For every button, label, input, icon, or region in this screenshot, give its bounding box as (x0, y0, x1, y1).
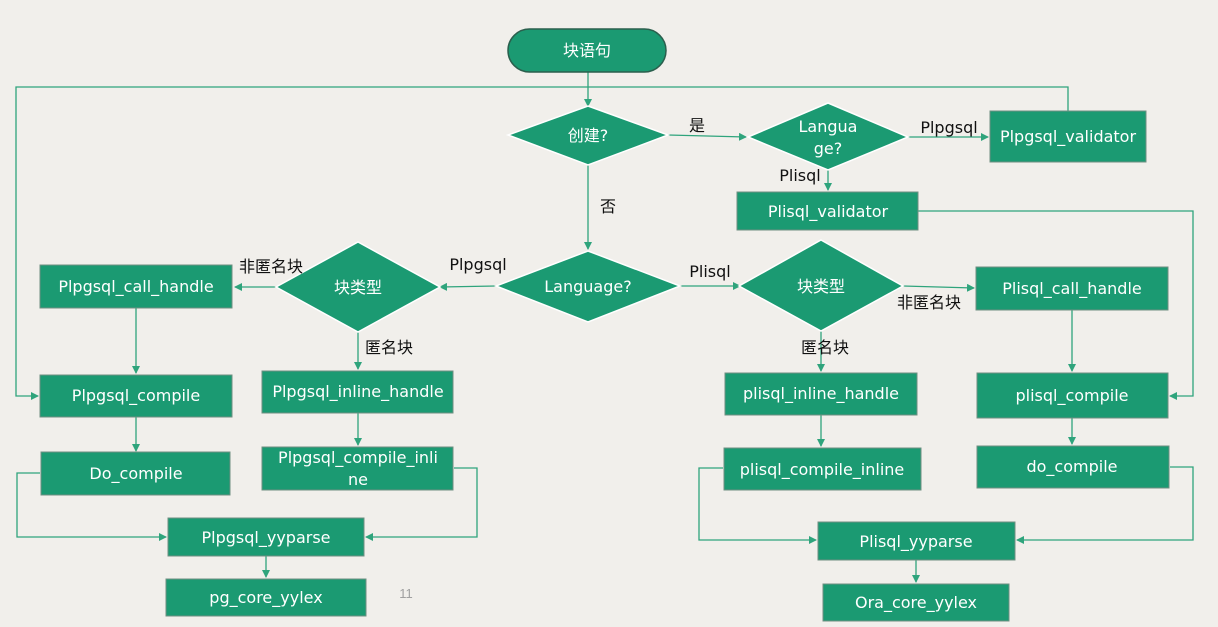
label-mid-plisql: Plisql (689, 262, 730, 281)
label-mid-plpgsql: Plpgsql (449, 255, 506, 274)
plisql-inline-handle-node: plisql_inline_handle (724, 372, 918, 416)
do-compile-right-label: do_compile (1026, 457, 1117, 477)
block-type-left-decision: 块类型 (274, 241, 442, 333)
plisql-compile-inline-label: plisql_compile_inline (740, 460, 905, 480)
plisql-call-handle-node: Plisql_call_handle (975, 266, 1169, 311)
language-top-decision: Langua ge? (746, 102, 910, 171)
plisql-call-handle-label: Plisql_call_handle (1002, 279, 1142, 299)
pg-core-yylex-label: pg_core_yylex (209, 588, 322, 608)
pg-core-yylex-node: pg_core_yylex (165, 578, 367, 617)
language-decision: Language? (493, 250, 683, 323)
edge-plisqldocompile-yyparse (1016, 466, 1194, 544)
plisql-inline-handle-label: plisql_inline_handle (743, 384, 899, 404)
label-left-anonymous: 匿名块 (365, 338, 413, 357)
edge-right-nonanon (902, 283, 975, 292)
label-left-non-anonymous: 非匿名块 (239, 257, 303, 276)
plpgsql-inline-handle-label: Plpgsql_inline_handle (272, 382, 443, 402)
plpgsql-compile-node: Plpgsql_compile (39, 374, 233, 418)
start-node: 块语句 (507, 28, 667, 73)
block-type-right-decision: 块类型 (737, 239, 905, 332)
plpgsql-compile-inline-node: Plpgsql_compile_inli ne (261, 446, 454, 491)
label-top-plpgsql: Plpgsql (920, 118, 977, 137)
plpgsql-yyparse-label: Plpgsql_yyparse (202, 528, 331, 548)
plpgsql-call-handle-node: Plpgsql_call_handle (39, 264, 233, 309)
label-no: 否 (600, 197, 616, 216)
label-yes: 是 (689, 116, 705, 135)
do-compile-left-node: Do_compile (40, 451, 231, 496)
edge-docompile-yyparse (16, 472, 167, 541)
plisql-yyparse-label: Plisql_yyparse (859, 532, 972, 552)
create-decision: 创建? (505, 105, 671, 166)
plisql-compile-inline-node: plisql_compile_inline (723, 447, 922, 491)
language-top-label-line2: ge? (814, 139, 843, 158)
edge-create-yes (667, 132, 747, 141)
plpgsql-yyparse-node: Plpgsql_yyparse (167, 517, 365, 557)
plpgsql-compile-label: Plpgsql_compile (72, 386, 200, 406)
plisql-compile-node: plisql_compile (976, 372, 1169, 419)
plpgsql-validator-node: Plpgsql_validator (989, 110, 1147, 163)
start-node-label: 块语句 (563, 41, 611, 60)
edge-labels: 是 否 Plpgsql Plisql Plpgsql Plisql 非匿名块 匿… (239, 116, 978, 357)
edges (15, 72, 1194, 583)
plisql-validator-node: Plisql_validator (736, 191, 919, 231)
plisql-compile-label: plisql_compile (1015, 386, 1128, 406)
ora-core-yylex-label: Ora_core_yylex (855, 593, 977, 613)
plpgsql-compile-inline-label-line2: ne (348, 470, 368, 489)
plisql-validator-label: Plisql_validator (768, 202, 889, 222)
label-top-plisql: Plisql (779, 166, 820, 185)
create-decision-label: 创建? (568, 126, 609, 145)
edge-lang-plpgsql (439, 282, 497, 291)
block-type-left-label: 块类型 (334, 278, 382, 297)
label-right-anonymous: 匿名块 (801, 338, 849, 357)
edge-plisqlvalidator-compile (918, 210, 1194, 400)
edge-plisqlcompileinline-yyparse (698, 467, 817, 544)
plisql-yyparse-node: Plisql_yyparse (817, 521, 1016, 561)
do-compile-left-label: Do_compile (89, 464, 182, 484)
edge-compileinline-yyparse (365, 467, 478, 541)
plpgsql-call-handle-label: Plpgsql_call_handle (58, 277, 213, 297)
label-right-non-anonymous: 非匿名块 (897, 293, 961, 312)
plpgsql-compile-inline-label-line1: Plpgsql_compile_inli (278, 448, 438, 468)
do-compile-right-node: do_compile (976, 445, 1170, 489)
plpgsql-inline-handle-node: Plpgsql_inline_handle (261, 370, 454, 414)
page-number: 11 (399, 586, 413, 601)
language-decision-label: Language? (544, 277, 631, 296)
ora-core-yylex-node: Ora_core_yylex (822, 583, 1010, 622)
block-type-right-label: 块类型 (797, 277, 845, 296)
language-top-label-line1: Langua (799, 117, 858, 136)
plpgsql-validator-label: Plpgsql_validator (1000, 127, 1137, 147)
edge-validator-to-compile (15, 86, 1069, 400)
